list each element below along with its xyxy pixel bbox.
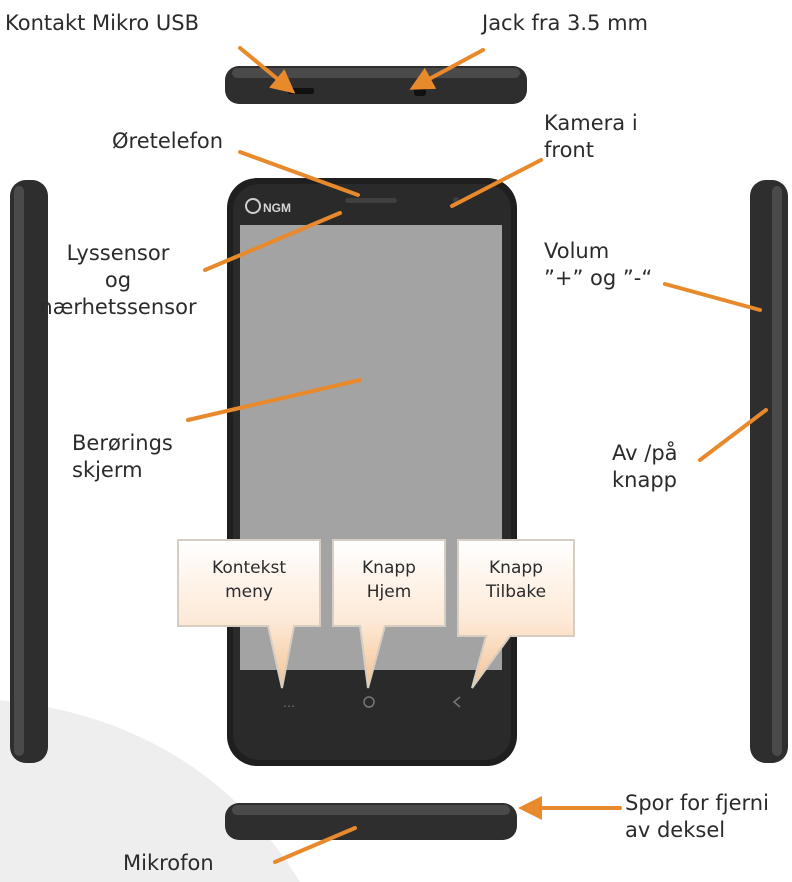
callout-context-menu — [177, 539, 321, 689]
power-pointer — [698, 408, 768, 462]
audio-jack — [414, 86, 426, 96]
watermark-arc — [0, 700, 300, 882]
brand-logo-text: NGM — [263, 201, 291, 215]
label-usb: Kontakt Mikro USB — [5, 11, 199, 35]
context-menu-icon: … — [283, 696, 295, 710]
earpiece-slot — [345, 198, 397, 203]
label-volume: Volum ”+” og ”-“ — [544, 239, 653, 290]
jack-pointer — [409, 48, 485, 90]
label-microphone: Mikrofon — [123, 851, 214, 875]
home-icon — [363, 696, 375, 708]
volume-pointer — [663, 282, 762, 312]
earpiece-pointer — [238, 150, 360, 197]
callout-home — [332, 539, 446, 689]
usb-port — [288, 88, 314, 94]
phone-bottom-edge — [225, 803, 517, 840]
label-light-sensor: Lyssensor og nærhetssensor — [39, 241, 197, 319]
callout-context-menu-text: Kontekst meny — [212, 558, 286, 602]
label-front-camera: Kamera i front — [544, 111, 638, 162]
back-icon — [452, 696, 461, 708]
label-earpiece: Øretelefon — [112, 129, 224, 153]
brand-logo-icon — [245, 198, 261, 214]
label-touchscreen: Berørings skjerm — [72, 431, 173, 482]
callout-back — [457, 539, 575, 689]
phone-front: … — [227, 178, 517, 766]
phone-left-side — [10, 180, 48, 763]
light-sensor-pointer — [203, 211, 342, 272]
pointer-lines — [186, 46, 768, 864]
microphone-pointer — [273, 826, 357, 864]
label-jack: Jack fra 3.5 mm — [482, 11, 649, 35]
label-power: Av /på knapp — [612, 441, 678, 492]
callout-back-text: Knapp Tilbake — [485, 558, 547, 602]
camera-pointer — [450, 158, 543, 208]
usb-pointer — [238, 46, 296, 94]
touchscreen-pointer — [186, 378, 362, 422]
phone-right-side — [750, 180, 788, 763]
callout-home-text: Knapp Hjem — [362, 558, 416, 602]
label-cover-slot: Spor for fjerni av deksel — [625, 791, 769, 842]
